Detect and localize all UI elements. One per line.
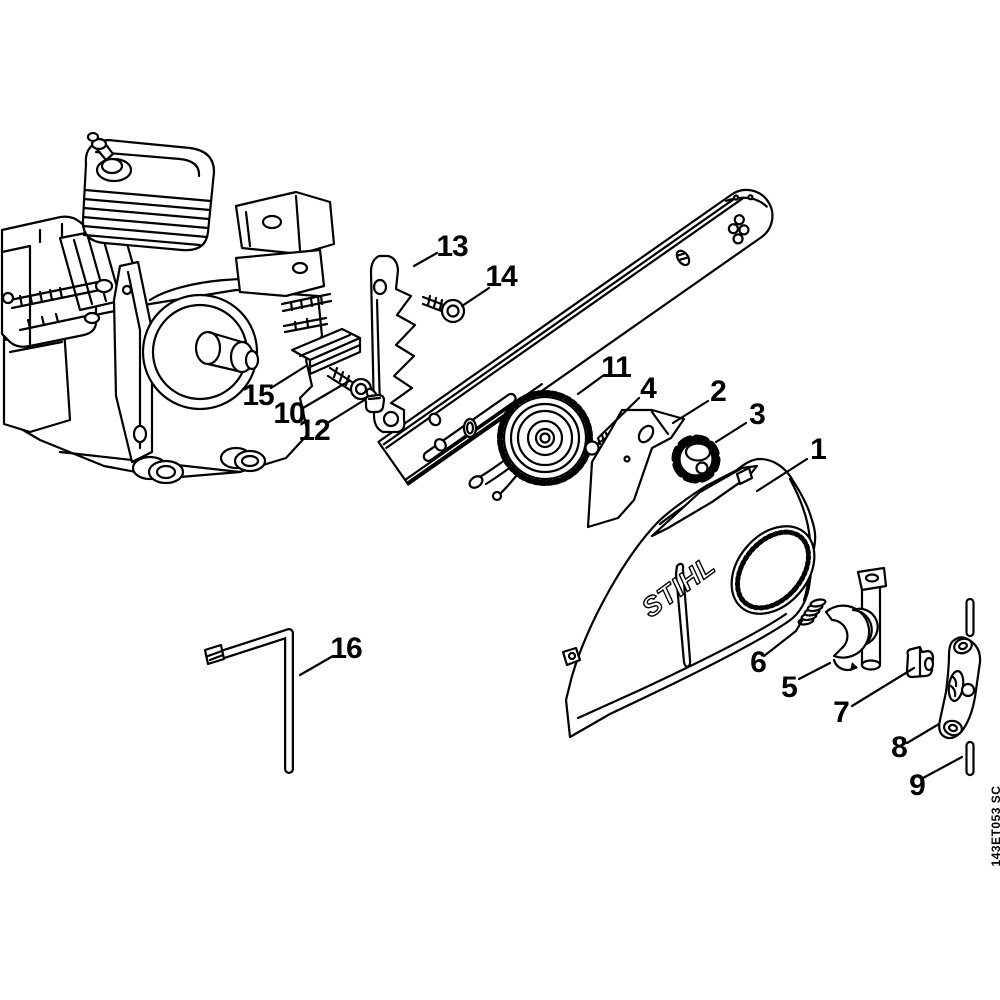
star-knob-nut [671, 434, 721, 484]
spark-plug [86, 131, 133, 183]
tensioner-cam [824, 566, 888, 672]
spike-screw [421, 294, 466, 324]
callout-2: 2 [710, 375, 727, 408]
tensioner-lever [938, 636, 982, 740]
callout-8: 8 [891, 731, 908, 764]
chain-sprocket [462, 390, 593, 502]
drawing-code: 143ET053 SC [989, 785, 1000, 867]
chain-guard-plate [586, 408, 686, 529]
tensioner-nut [364, 393, 386, 414]
tensioner-spring [797, 598, 827, 626]
callout-9: 9 [909, 769, 926, 802]
callout-15: 15 [242, 379, 274, 412]
slide-block [905, 645, 935, 679]
engine-assembly [0, 131, 336, 485]
callout-16: 16 [330, 632, 362, 665]
bumper-spike [369, 254, 417, 434]
callout-3: 3 [749, 398, 766, 431]
callout-11: 11 [601, 351, 632, 384]
callout-4: 4 [640, 372, 657, 405]
callout-1: 1 [810, 433, 827, 466]
callout-5: 5 [781, 671, 798, 704]
callout-7: 7 [833, 696, 850, 729]
callout-13: 13 [436, 230, 468, 263]
tensioner-rail [290, 327, 362, 376]
sprocket-cover: STIHL [561, 457, 817, 739]
callout-10: 10 [273, 397, 305, 430]
hex-wrench [203, 628, 294, 774]
leader-lines [269, 251, 964, 780]
tensioner-pins [965, 597, 975, 777]
callout-12: 12 [298, 414, 330, 447]
callout-6: 6 [750, 646, 767, 679]
callout-14: 14 [485, 260, 517, 293]
